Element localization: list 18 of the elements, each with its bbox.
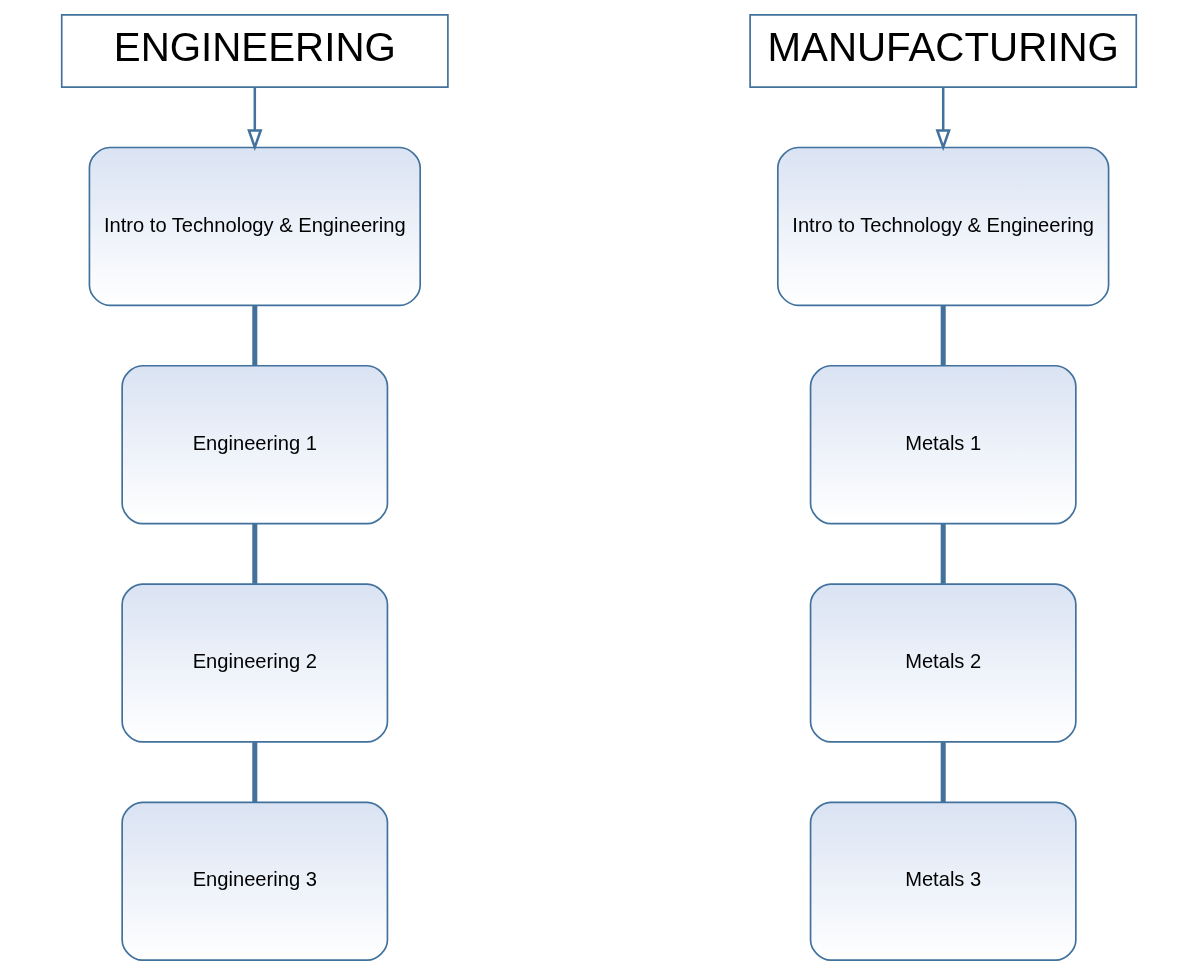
node-box: Metals 1 xyxy=(809,364,1077,525)
node-box: Engineering 3 xyxy=(121,801,389,961)
node-box: Metals 3 xyxy=(809,801,1077,961)
connector xyxy=(940,742,946,803)
node-box: Engineering 2 xyxy=(121,583,389,743)
arrow xyxy=(247,87,263,152)
connector xyxy=(940,305,946,366)
node-box: Metals 2 xyxy=(809,583,1077,743)
connector xyxy=(252,305,258,366)
node-box: Engineering 1 xyxy=(121,364,389,525)
connector xyxy=(940,523,946,584)
connector xyxy=(252,523,258,584)
node-box: Intro to Technology & Engineering xyxy=(88,146,422,307)
connector xyxy=(252,742,258,803)
node-box: ENGINEERING xyxy=(60,14,449,88)
node-box: Intro to Technology & Engineering xyxy=(776,146,1110,307)
node-box: MANUFACTURING xyxy=(749,14,1138,88)
arrow xyxy=(935,87,951,152)
